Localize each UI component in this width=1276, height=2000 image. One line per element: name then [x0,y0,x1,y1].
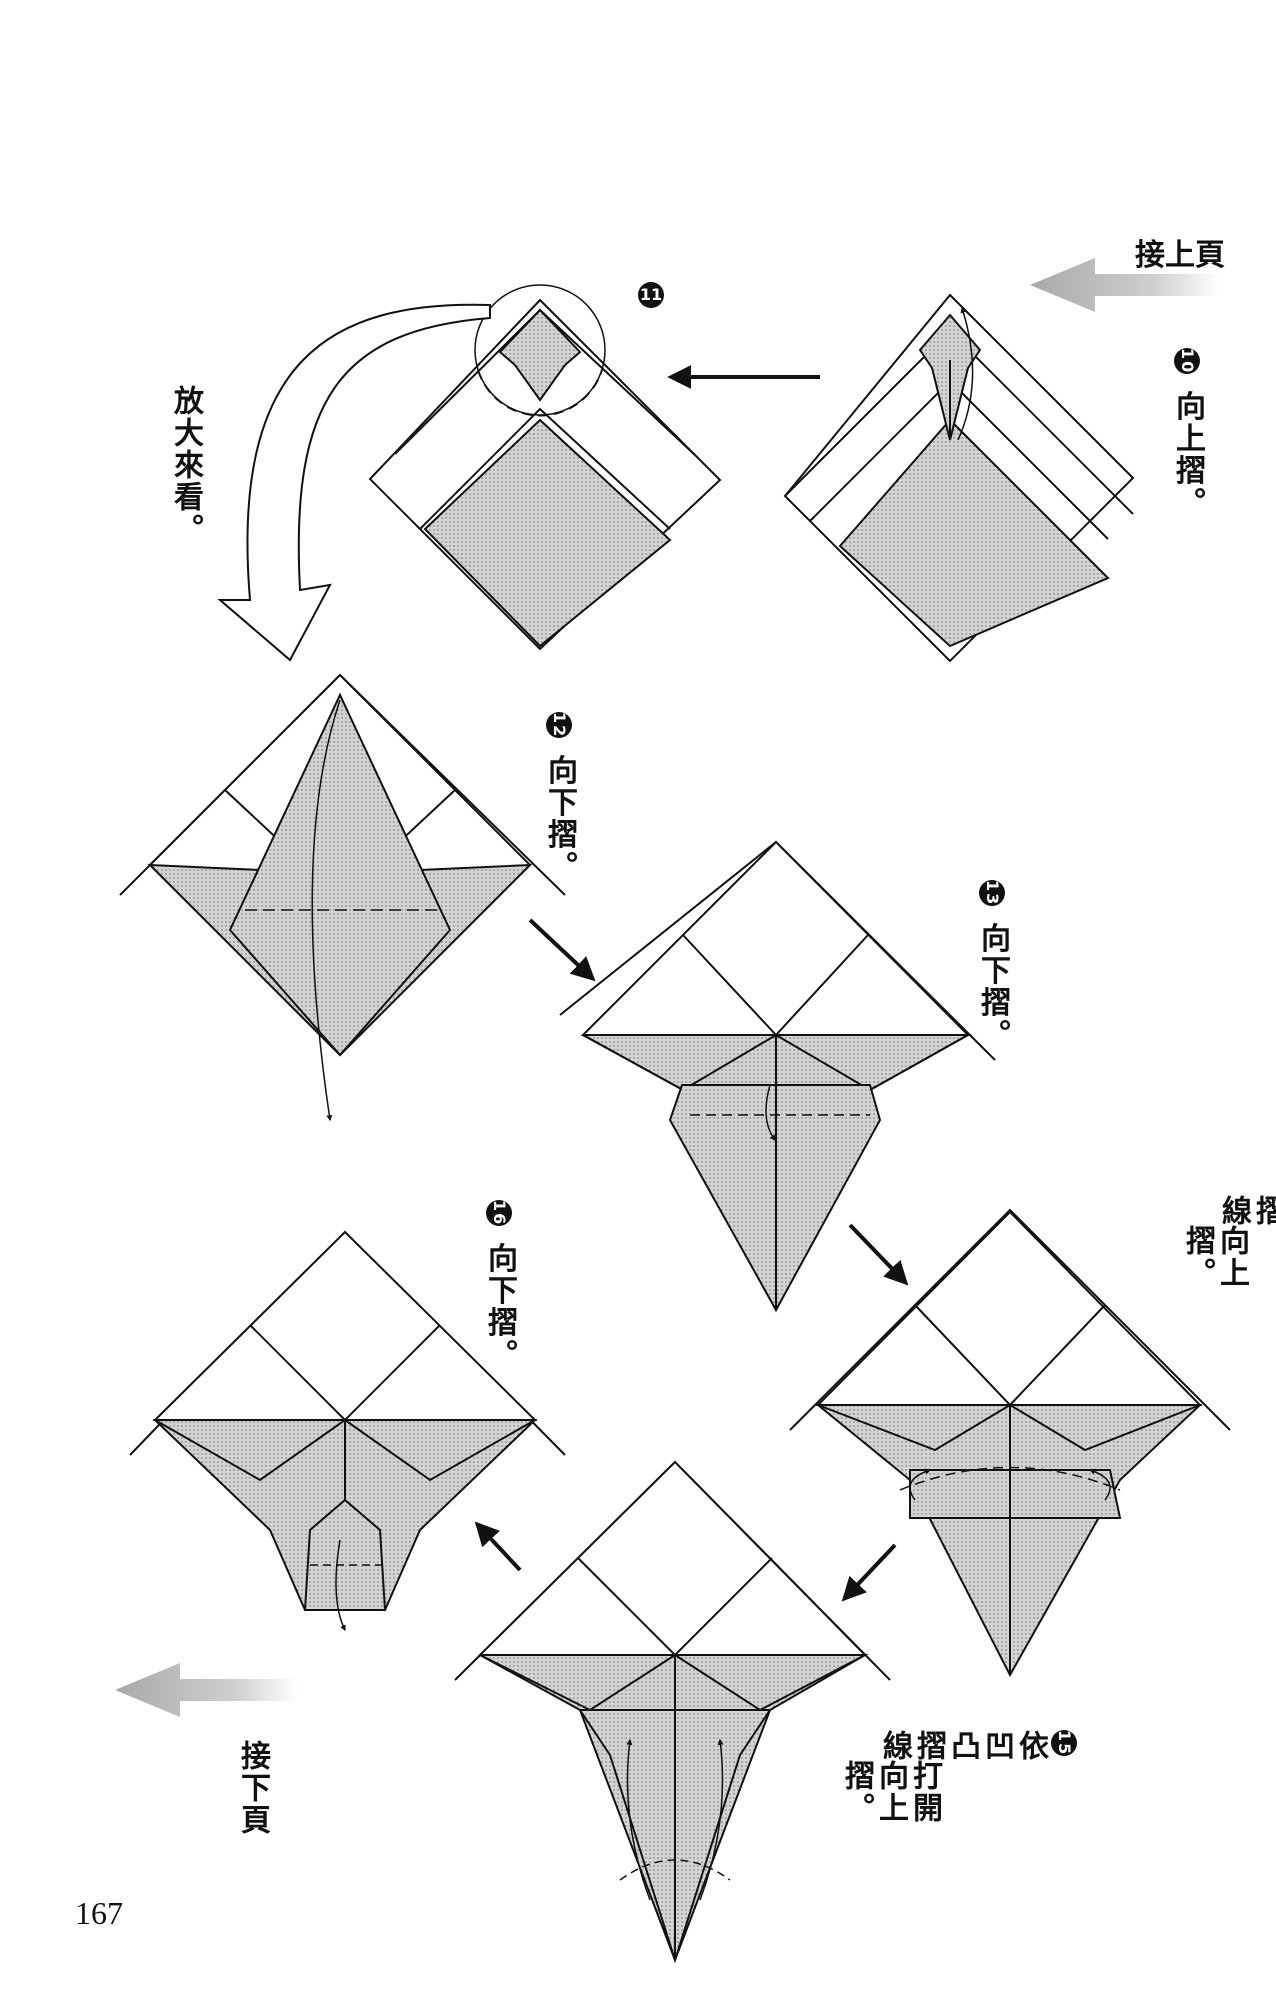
step-10-diagram [783,293,1135,663]
step-13-text: 向下摺。 [975,922,1010,1051]
step-12-number: 12 [546,712,572,738]
step-15-number: 15 [1051,1730,1077,1756]
step-arrow-13-14 [848,1223,909,1286]
step-12-label: 12 向下摺。 [542,712,577,883]
continue-to-arrow [115,1663,298,1717]
step-11-number: 11 [638,282,664,308]
step-15-text-2: 打開向上摺。 [839,1760,942,1824]
continue-from-arrow [1030,258,1220,312]
step-12-diagram [119,673,566,1122]
step-arrow-14-15 [841,1543,897,1602]
continue-to-label: 接下頁 [235,1740,270,1836]
step-13-label: 13 向下摺。 [975,880,1010,1051]
step-16-diagram [129,1230,566,1632]
zoom-arrow [217,303,491,662]
step-16-label: 16 向下摺。 [482,1200,517,1371]
step-11-label: 11 [638,282,664,312]
step-15-text-1: 依凹凸摺線 [877,1730,1048,1762]
step-14-text-1: 依凹摺線 [1216,1195,1276,1227]
step-10-text: 向上摺。 [1170,390,1205,519]
step-10-label: 10 向上摺。 [1170,348,1205,519]
step-arrow-12-13 [528,918,596,982]
step-16-text: 向下摺。 [482,1242,517,1371]
step-11-diagram [368,284,722,651]
continue-from-label: 接上頁 [1135,238,1225,273]
step-12-text: 向下摺。 [542,754,577,883]
step-14-diagram [789,1208,1231,1678]
step-10-number: 10 [1174,348,1200,374]
step-14-text-2: 向上摺。 [1180,1225,1249,1289]
step-15-diagram [454,1460,891,1964]
step-13-number: 13 [979,880,1005,906]
step-arrow-15-16 [474,1521,522,1572]
step-16-number: 16 [486,1200,512,1226]
zoom-note: 放大來看。 [168,385,203,545]
step-13-diagram [559,840,996,1313]
page-number: 167 [75,1895,123,1931]
